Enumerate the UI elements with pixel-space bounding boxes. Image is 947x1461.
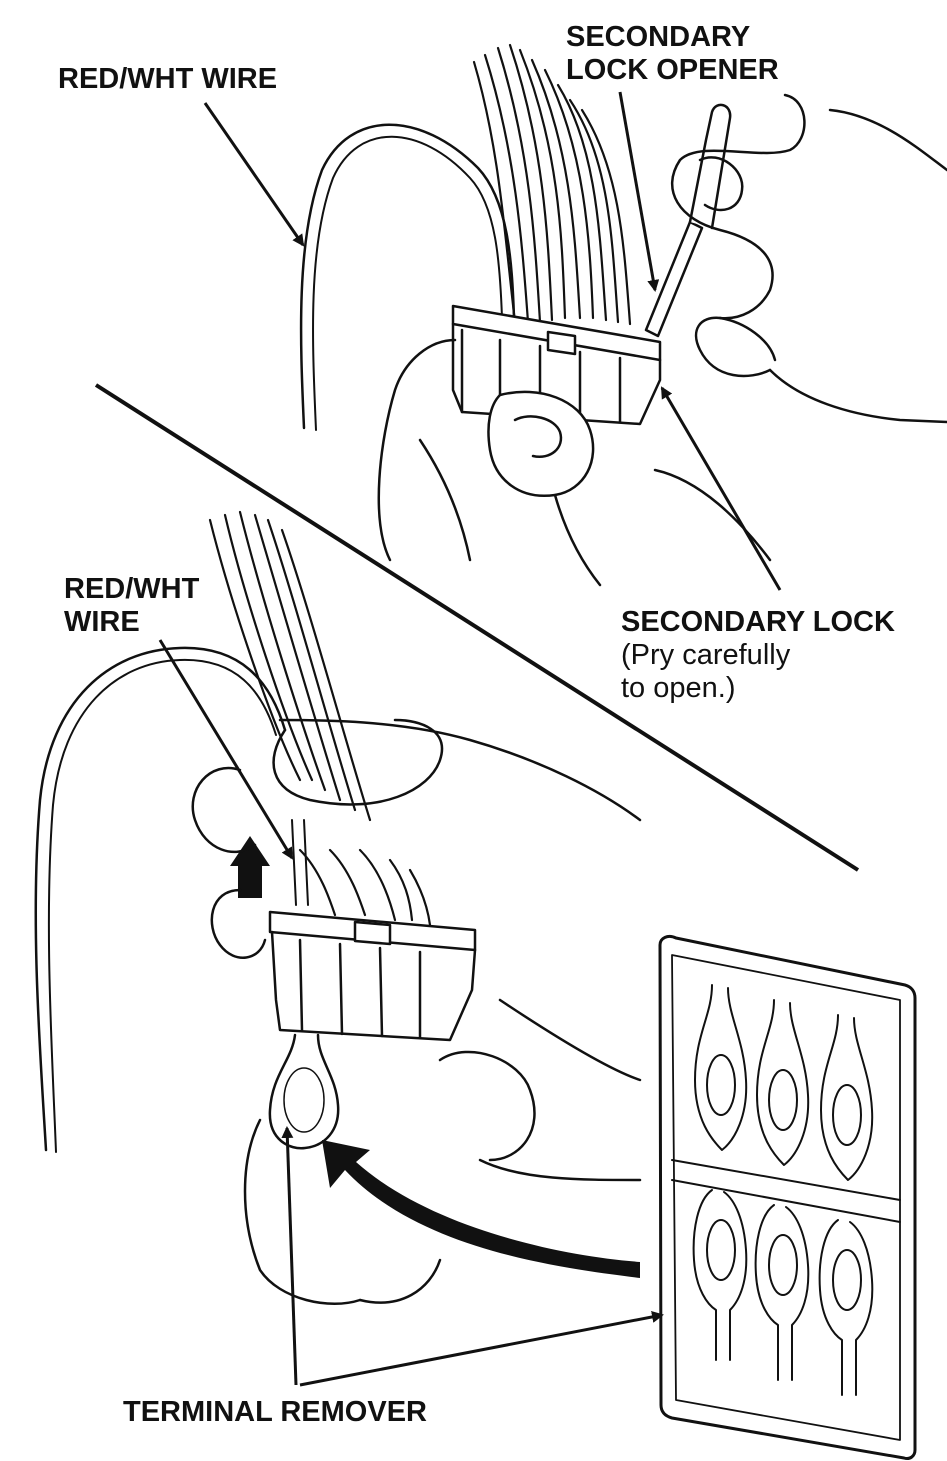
leader-remover-hand: [281, 1126, 298, 1386]
label-secondary-lock-note-line2: to open.): [621, 672, 736, 704]
leader-remover-kit: [299, 1311, 664, 1387]
wire-bundle-top: [472, 43, 632, 326]
curved-transfer-arrow: [322, 1140, 640, 1278]
leader-red-wht-bottom: [158, 639, 294, 860]
leader-arrows: [158, 91, 782, 1387]
bottom-scene: [34, 510, 917, 1460]
remover-tools-bottom: [692, 1189, 874, 1396]
connector-bottom: [268, 910, 477, 1042]
red-wht-wire-top: [299, 123, 516, 430]
label-red-wht-wire-bottom-line1: RED/WHT: [64, 573, 200, 605]
top-scene: [299, 43, 947, 587]
secondary-lock-opener-tool: [644, 103, 732, 338]
section-divider: [94, 383, 860, 872]
terminal-remover-in-use: [268, 1033, 340, 1150]
remover-tools-top: [694, 984, 874, 1181]
label-red-wht-wire-bottom-line2: WIRE: [64, 606, 140, 638]
hand-bottom: [191, 718, 642, 1305]
left-hand-top: [377, 338, 772, 587]
move-up-arrow: [230, 836, 270, 898]
leader-secondary-lock: [660, 386, 782, 591]
connector-top: [451, 304, 662, 426]
label-secondary-lock-opener-line2: LOCK OPENER: [566, 54, 779, 86]
wire-bundle-bottom: [208, 510, 432, 927]
leader-red-wht-top: [203, 102, 305, 247]
label-secondary-lock-opener-line1: SECONDARY: [566, 21, 751, 53]
red-wht-wire-bottom: [34, 646, 287, 1152]
terminal-pin: [291, 819, 309, 906]
label-terminal-remover: TERMINAL REMOVER: [123, 1396, 427, 1428]
label-red-wht-wire-top: RED/WHT WIRE: [58, 63, 278, 95]
label-secondary-lock-note-line1: (Pry carefully: [621, 639, 791, 671]
terminal-remover-kit: [658, 934, 917, 1460]
label-secondary-lock: SECONDARY LOCK: [621, 606, 895, 638]
right-hand-top: [670, 93, 947, 424]
leader-lock-opener: [618, 91, 660, 292]
